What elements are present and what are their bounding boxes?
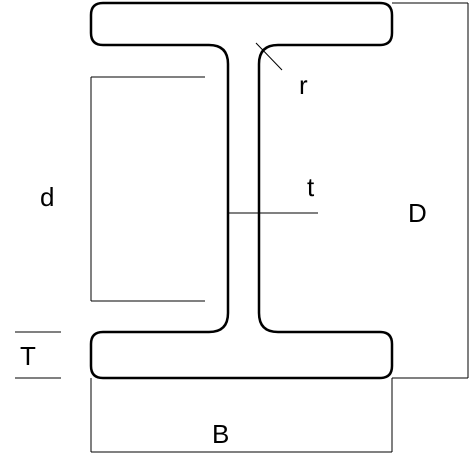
depth-label: D bbox=[408, 198, 427, 228]
web-depth-label: d bbox=[40, 182, 54, 212]
i-beam-outline bbox=[89, 1, 394, 380]
width-label: B bbox=[212, 419, 229, 449]
root-radius-leader-line bbox=[255, 42, 283, 71]
web-thickness-label: t bbox=[307, 172, 315, 202]
root-radius-label: r bbox=[299, 70, 308, 100]
flange-thickness-label: T bbox=[20, 341, 36, 371]
